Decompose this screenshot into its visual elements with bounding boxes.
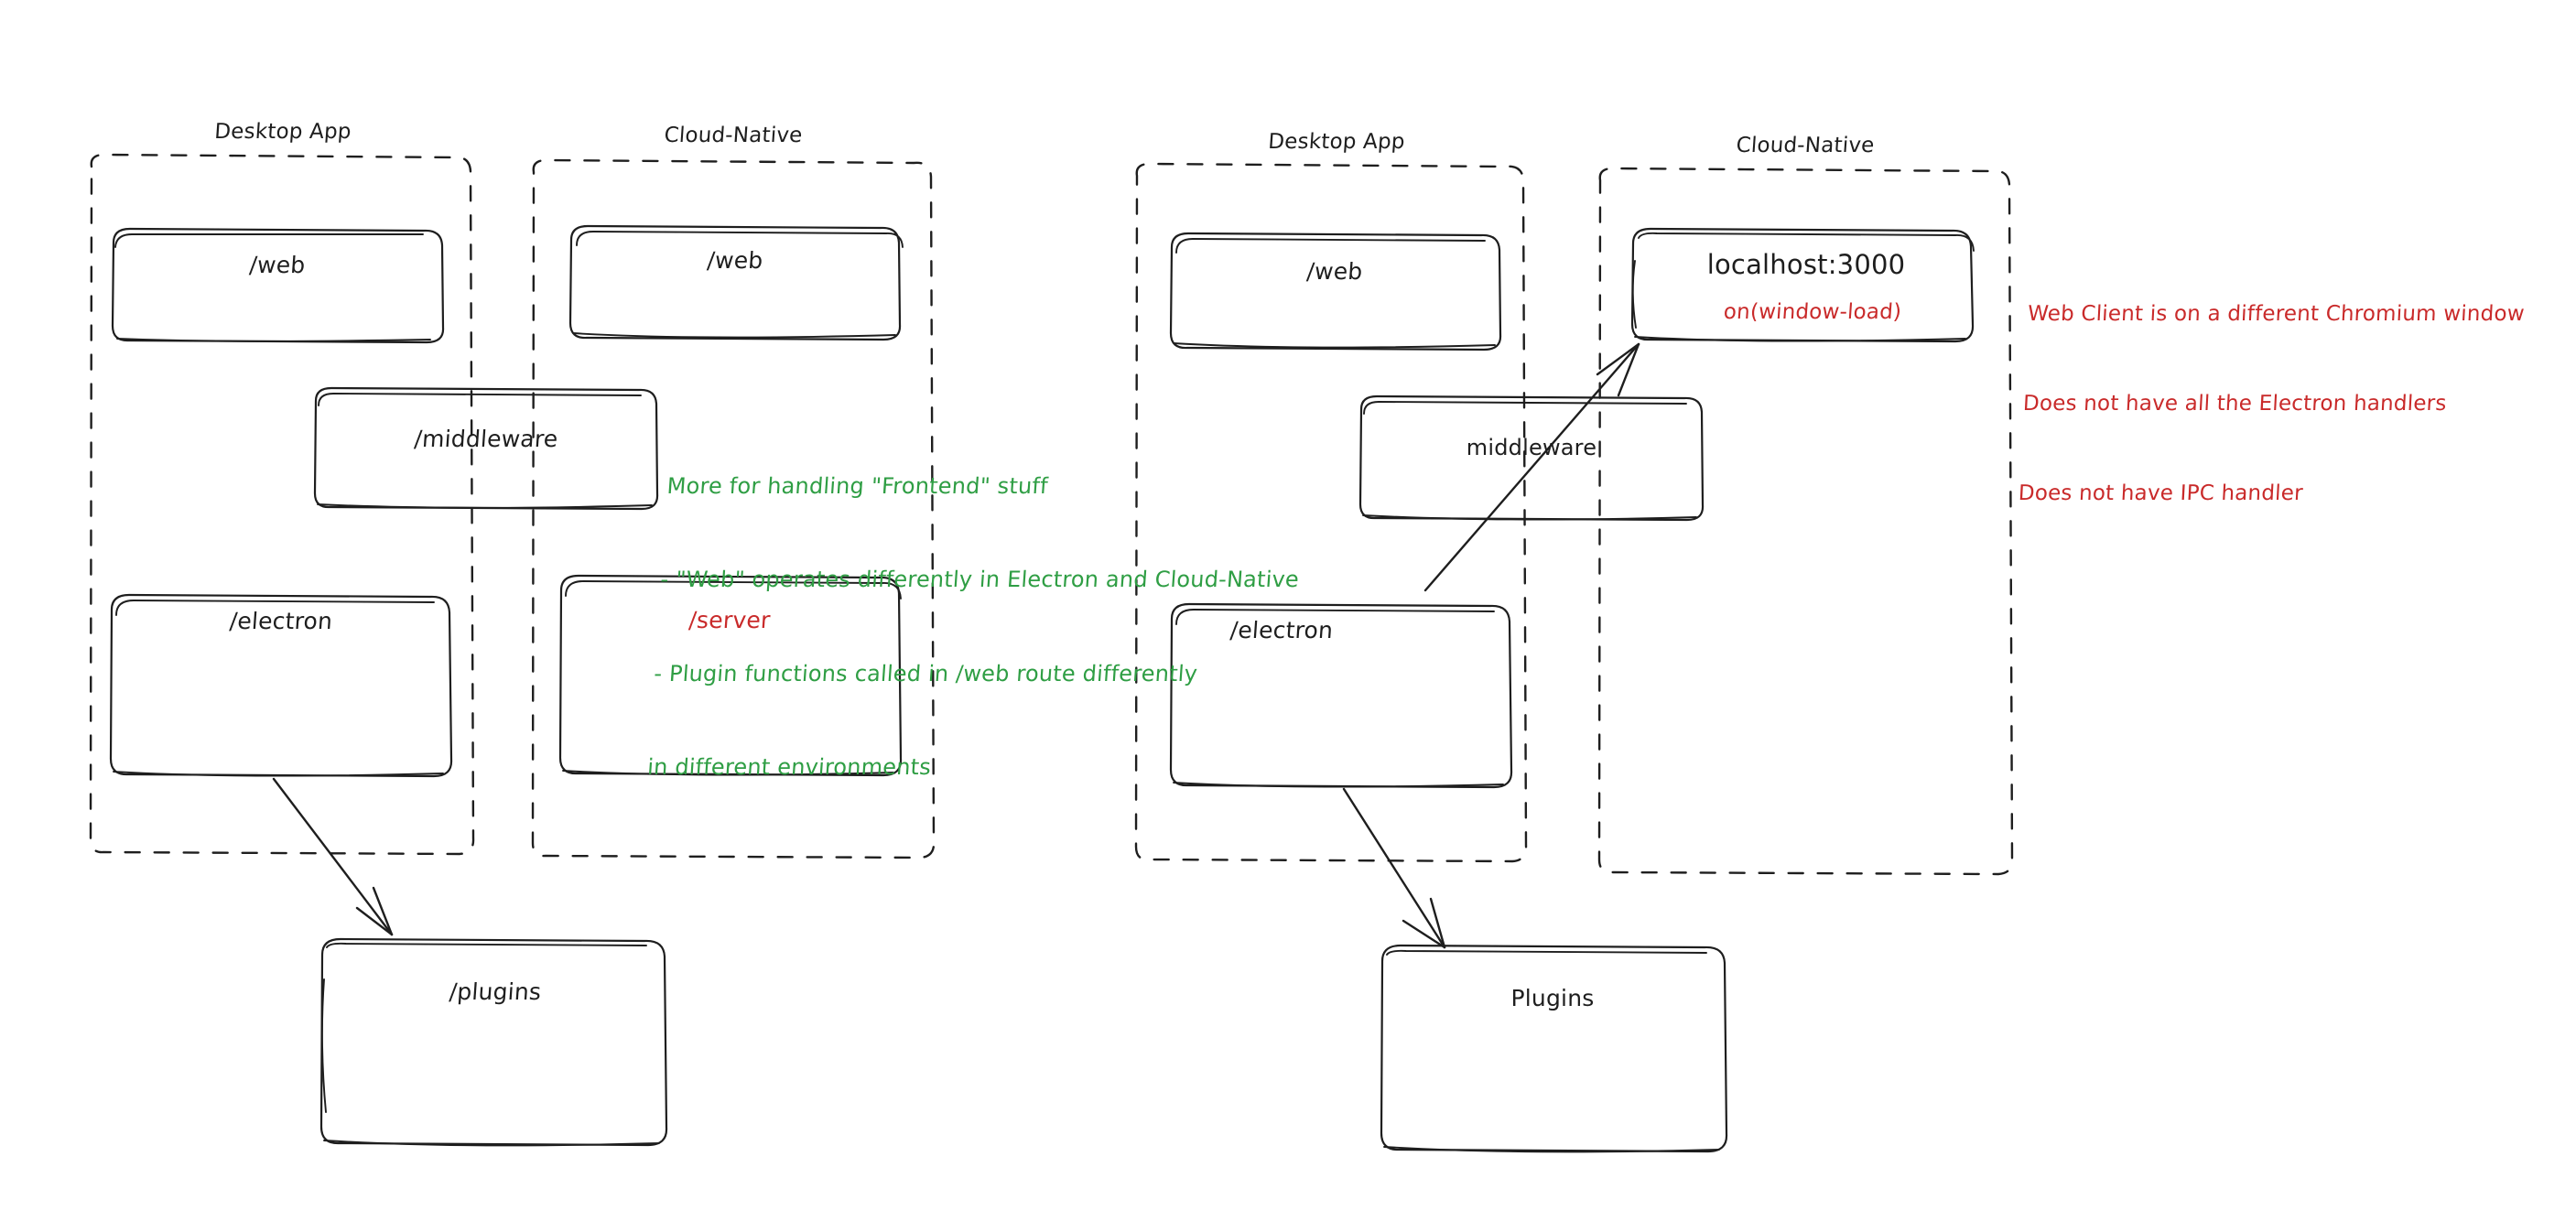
right-middleware-label: middleware bbox=[1466, 435, 1597, 460]
right-localhost-box bbox=[1630, 227, 1975, 343]
right-plugins-box bbox=[1380, 944, 1728, 1153]
right-cloud-native-container bbox=[1597, 167, 2014, 876]
green-annotation-note: More for handling "Frontend" stuff - "We… bbox=[642, 408, 1395, 845]
green-note-line-3: - Plugin functions called in /web route … bbox=[653, 660, 1199, 686]
left-electron-to-plugins-arrow bbox=[272, 777, 394, 936]
red-note-line-1: Web Client is on a different Chromium wi… bbox=[2027, 302, 2526, 327]
left-cloud-web-label: /web bbox=[706, 247, 764, 274]
left-cloud-web-box bbox=[568, 224, 904, 341]
right-localhost-label: localhost:3000 bbox=[1706, 249, 1906, 280]
left-middleware-label: /middleware bbox=[413, 426, 559, 452]
left-cloud-native-label: Cloud-Native bbox=[663, 124, 804, 147]
right-desktop-app-label: Desktop App bbox=[1267, 130, 1406, 154]
right-electron-box bbox=[1169, 602, 1513, 789]
green-note-line-2: - "Web" operates differently in Electron… bbox=[659, 567, 1300, 593]
right-desktop-app-container bbox=[1134, 162, 1528, 863]
left-desktop-web-label: /web bbox=[248, 252, 307, 278]
green-note-line-1: More for handling "Frontend" stuff bbox=[666, 473, 1049, 500]
right-desktop-web-box bbox=[1169, 232, 1502, 351]
left-cloud-native-container bbox=[531, 158, 936, 859]
left-middleware-box bbox=[313, 386, 659, 511]
right-plugins-label: Plugins bbox=[1510, 985, 1595, 1011]
left-electron-label: /electron bbox=[228, 608, 334, 634]
right-desktop-web-label: /web bbox=[1305, 258, 1364, 285]
right-localhost-sublabel: on(window-load) bbox=[1722, 300, 1903, 324]
left-plugins-label: /plugins bbox=[448, 978, 543, 1005]
right-middleware-box bbox=[1358, 394, 1705, 522]
left-electron-box bbox=[109, 593, 453, 778]
green-note-line-4: in different environments bbox=[646, 753, 933, 780]
left-server-box bbox=[558, 574, 903, 777]
left-desktop-web-box bbox=[111, 227, 445, 344]
red-note-line-2: Does not have all the Electron handlers bbox=[2022, 392, 2448, 416]
right-cloud-native-label: Cloud-Native bbox=[1735, 134, 1876, 157]
left-desktop-app-container bbox=[89, 153, 475, 856]
right-electron-to-localhost-arrow bbox=[1423, 342, 1640, 592]
left-desktop-app-label: Desktop App bbox=[213, 120, 352, 144]
right-electron-to-plugins-arrow bbox=[1342, 787, 1446, 949]
red-annotation-note: Web Client is on a different Chromium wi… bbox=[2015, 240, 2576, 568]
red-note-line-3: Does not have IPC handler bbox=[2018, 481, 2304, 506]
left-plugins-box bbox=[319, 937, 668, 1147]
